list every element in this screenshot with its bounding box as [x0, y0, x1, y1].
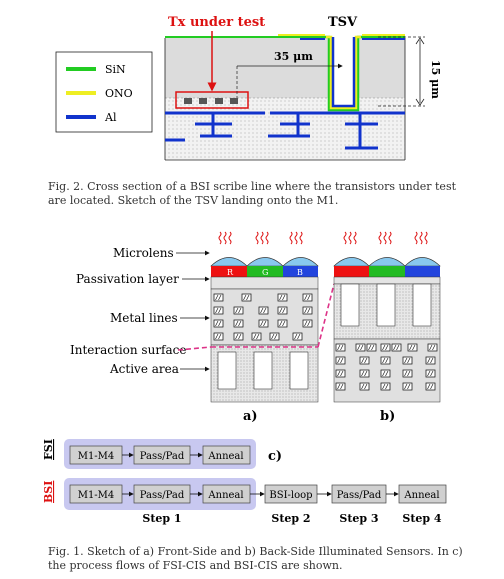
fsi-label: FSI [42, 439, 55, 460]
tx-under-test-label: Tx under test [168, 15, 265, 30]
bsi-step-passpad-2: Pass/Pad [337, 490, 382, 501]
interaction-surface-line [317, 283, 335, 348]
legend-ono-label: ONO [105, 87, 133, 100]
depth-label: 15 μm [429, 60, 442, 99]
fig2-cross-section: SiN ONO Al [55, 15, 442, 161]
tsv-label: TSV [328, 15, 358, 30]
transistor-gates [184, 98, 238, 104]
panel-b: b) [333, 231, 441, 424]
bsi-step-anneal-2: Anneal [403, 490, 439, 501]
bsi-label: BSI [42, 481, 55, 503]
bsi-step-bsiloop: BSI-loop [269, 490, 312, 501]
panel-c-label: c) [268, 449, 282, 464]
label-interaction-surface: Interaction surface [70, 343, 186, 357]
label-active-area: Active area [109, 362, 179, 376]
bsi-step-anneal: Anneal [207, 490, 243, 501]
filter-g: G [262, 268, 268, 277]
metal-interconnects [165, 111, 405, 150]
step-4-label: Step 4 [402, 512, 442, 525]
filter-b: B [297, 268, 303, 277]
panel-c-flows: FSI BSI M1-M4 Pass/Pad Anneal c) M1-M4 P… [42, 439, 447, 525]
fsi-step-m1m4: M1-M4 [78, 451, 115, 462]
bsi-step-passpad: Pass/Pad [140, 490, 185, 501]
panel-a-label: a) [243, 409, 258, 424]
tx-under-test-box [175, 91, 249, 109]
fig2-caption: Fig. 2. Cross section of a BSI scribe li… [48, 180, 457, 207]
panel-b-label: b) [380, 409, 395, 424]
panel-a: R G B a) [210, 231, 319, 424]
step-1-label: Step 1 [142, 512, 181, 525]
fsi-step-passpad: Pass/Pad [140, 451, 185, 462]
filter-r: R [227, 268, 234, 277]
step-3-label: Step 3 [339, 512, 378, 525]
oxide-layer [165, 38, 405, 98]
distance-label: 35 μm [274, 50, 313, 63]
legend-sin-label: SiN [105, 63, 126, 76]
bsi-step-m1m4: M1-M4 [78, 490, 115, 501]
tsv-trench [325, 35, 362, 112]
label-microlens: Microlens [113, 246, 174, 260]
fig1-caption: Fig. 1. Sketch of a) Front-Side and b) B… [48, 545, 463, 572]
label-metal-lines: Metal lines [110, 311, 178, 325]
fig1-sensors: Microlens Passivation layer Metal lines … [42, 231, 447, 525]
label-passivation: Passivation layer [76, 272, 179, 286]
fsi-step-anneal: Anneal [207, 451, 243, 462]
legend-al-label: Al [104, 111, 117, 124]
step-2-label: Step 2 [271, 512, 310, 525]
